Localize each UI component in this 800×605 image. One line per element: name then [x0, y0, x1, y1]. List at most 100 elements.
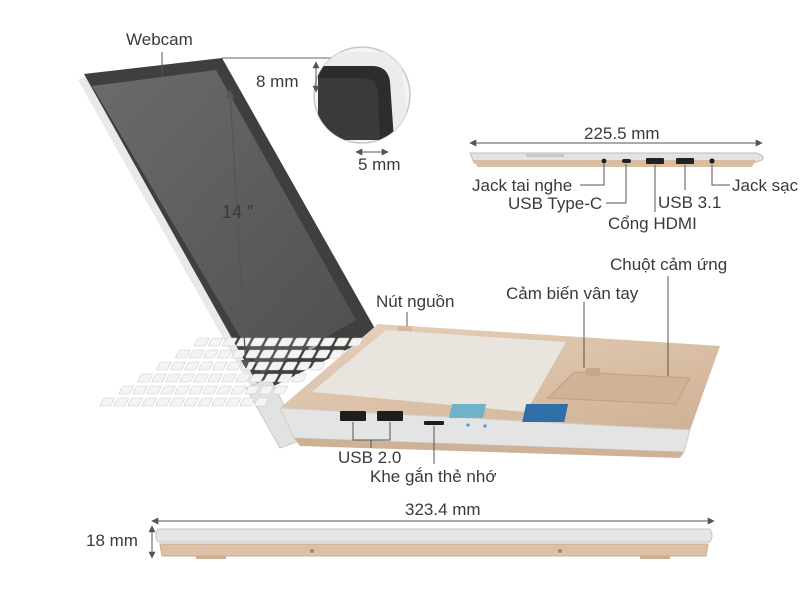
keyboard-key [155, 397, 171, 407]
label-bezel-side: 5 mm [358, 155, 401, 174]
label-usb-31: USB 3.1 [658, 193, 722, 212]
label-side-width: 225.5 mm [584, 124, 660, 143]
keyboard-key [202, 385, 218, 395]
keyboard-key [212, 361, 228, 371]
keyboard-key [268, 361, 284, 371]
bezel-zoom-view [312, 46, 411, 156]
keyboard-key [165, 373, 181, 383]
label-webcam: Webcam [126, 30, 193, 49]
label-bezel-top: 8 mm [256, 72, 299, 91]
keyboard-key [277, 373, 293, 383]
label-usb-20: USB 2.0 [338, 448, 402, 467]
keyboard-key [301, 349, 317, 359]
keyboard-key [272, 385, 288, 395]
keyboard-key [175, 349, 191, 359]
front-base [159, 543, 709, 557]
leader-jack-tai-nghe [580, 164, 605, 186]
keyboard-key [230, 385, 246, 395]
keyboard-key [193, 373, 209, 383]
keyboard-key [221, 373, 237, 383]
keyboard-key [306, 337, 322, 347]
keyboard-key [207, 373, 223, 383]
keyboard-key [253, 397, 269, 407]
keyboard-key [225, 397, 241, 407]
sticker-1 [449, 404, 487, 418]
keyboard-key [217, 349, 233, 359]
keyboard-key [188, 385, 204, 395]
usb2-port-2 [377, 411, 403, 421]
keyboard-key [296, 361, 312, 371]
keyboard-key [194, 337, 210, 347]
side-audio-jack [601, 158, 607, 164]
screen-panel [92, 70, 356, 374]
keyboard-key [278, 337, 294, 347]
keyboard-key [263, 373, 279, 383]
keyboard-area [312, 330, 566, 412]
label-cong-hdmi: Cổng HDMI [608, 214, 697, 233]
keyboard-key [118, 385, 134, 395]
keyboard-key [254, 361, 270, 371]
keyboard-key [183, 397, 199, 407]
laptop-front-view [148, 517, 715, 559]
keyboard-key [226, 361, 242, 371]
label-jack-sac: Jack sạc [732, 176, 799, 195]
keyboard-key [151, 373, 167, 383]
keyboard-key [310, 361, 326, 371]
keyboard-key [179, 373, 195, 383]
keyboard-key [184, 361, 200, 371]
label-khe-gan-the-nho: Khe gắn thẻ nhớ [370, 467, 497, 486]
keyboard-key [216, 385, 232, 395]
keyboard-key [235, 373, 251, 383]
side-usbc [622, 159, 631, 163]
front-foot-left [196, 556, 226, 559]
leader-usb-type-c [606, 164, 627, 204]
label-usb-type-c: USB Type-C [508, 194, 603, 213]
keyboard-key [169, 397, 185, 407]
base-bottom [294, 438, 684, 458]
side-hdmi [646, 158, 664, 164]
keyboard-key [197, 397, 213, 407]
keyboard-key [203, 349, 219, 359]
keyboard-key [258, 385, 274, 395]
keyboard-key [250, 337, 266, 347]
side-vents [526, 154, 564, 157]
keyboard-key [160, 385, 176, 395]
power-button [398, 326, 412, 331]
leader-jack-sac [711, 165, 730, 186]
side-power-jack [709, 158, 715, 164]
keyboard-key [208, 337, 224, 347]
keyboard-key [292, 337, 308, 347]
card-slot [424, 421, 444, 425]
touchpad [546, 371, 691, 405]
label-front-width: 323.4 mm [405, 500, 481, 519]
laptop-side-view [469, 139, 764, 212]
label-chuot-cam-ung: Chuột cảm ứng [610, 255, 728, 274]
keyboard-key [127, 397, 143, 407]
keyboard-key [315, 349, 331, 359]
keyboard-key [259, 349, 275, 359]
keyboard-key [334, 337, 350, 347]
keyboard-key [174, 385, 190, 395]
front-lid [155, 528, 713, 543]
keyboard-key [329, 349, 345, 359]
label-screen-size: 14 ″ [222, 202, 254, 222]
keyboard-key [170, 361, 186, 371]
keyboard-key [189, 349, 205, 359]
keyboard-key [99, 397, 115, 407]
front-foot-right [640, 556, 670, 559]
label-jack-tai-nghe: Jack tai nghe [472, 176, 573, 195]
front-led-2 [558, 549, 562, 553]
led-1 [466, 423, 470, 427]
fingerprint-sensor [586, 368, 600, 376]
keyboard-key [113, 397, 129, 407]
keyboard-key [282, 361, 298, 371]
keyboard-key [156, 361, 172, 371]
label-nut-nguon: Nút nguồn [376, 292, 455, 311]
front-led-1 [310, 549, 314, 553]
keyboard-key [132, 385, 148, 395]
sticker-2 [522, 404, 569, 422]
keyboard-key [146, 385, 162, 395]
keyboard-key [244, 385, 260, 395]
